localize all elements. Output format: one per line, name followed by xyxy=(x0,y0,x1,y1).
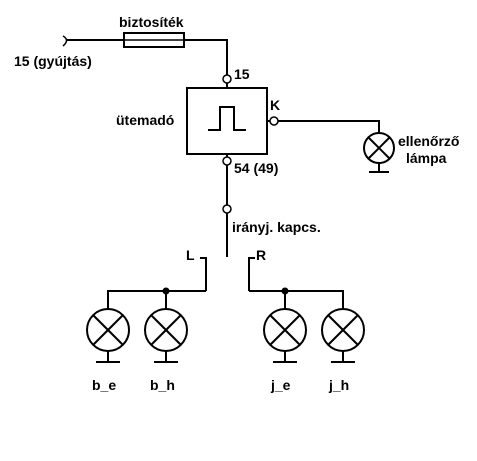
bulb-j-h-label: j_h xyxy=(328,377,349,393)
indicator-label-line1: ellenőrző xyxy=(398,133,459,149)
indicator-lamp xyxy=(363,132,395,173)
pinK-label: K xyxy=(270,97,280,113)
fuse xyxy=(123,32,185,48)
fuse-label: biztosíték xyxy=(119,14,184,30)
pinK-terminal xyxy=(269,116,279,126)
flasher-unit xyxy=(186,87,268,155)
ignition-label: 15 (gyújtás) xyxy=(14,53,92,69)
indicator-label-line2: lámpa xyxy=(406,150,447,166)
ignition-terminal xyxy=(62,35,124,47)
left-junction xyxy=(162,287,170,295)
bulb-j-e xyxy=(263,308,307,363)
switch-left-contact xyxy=(200,257,207,291)
k-to-lamp-wire xyxy=(278,120,380,133)
switch-label: irányj. kapcs. xyxy=(232,219,321,235)
bulb-b-e-label: b_e xyxy=(92,377,116,393)
switch-right-contact xyxy=(248,257,255,291)
pin54-label: 54 (49) xyxy=(234,160,278,176)
bulb-b-h xyxy=(144,308,188,363)
bulb-b-h-label: b_h xyxy=(150,377,175,393)
bulb-j-h xyxy=(321,308,365,363)
left-bus xyxy=(107,290,206,309)
bulb-b-e xyxy=(86,308,130,363)
left-label: L xyxy=(186,247,195,263)
pin54-terminal xyxy=(222,156,232,166)
right-label: R xyxy=(256,247,266,263)
bulb-j-e-label: j_e xyxy=(270,377,291,393)
pin15-label: 15 xyxy=(234,66,250,82)
flasher-label: ütemadó xyxy=(116,112,174,128)
fuse-to-flasher-wire xyxy=(184,39,228,75)
pin15-terminal xyxy=(222,74,232,84)
pulse-icon xyxy=(208,106,246,131)
right-bus xyxy=(249,290,344,309)
right-junction xyxy=(281,287,289,295)
switch-input-terminal xyxy=(222,204,232,214)
